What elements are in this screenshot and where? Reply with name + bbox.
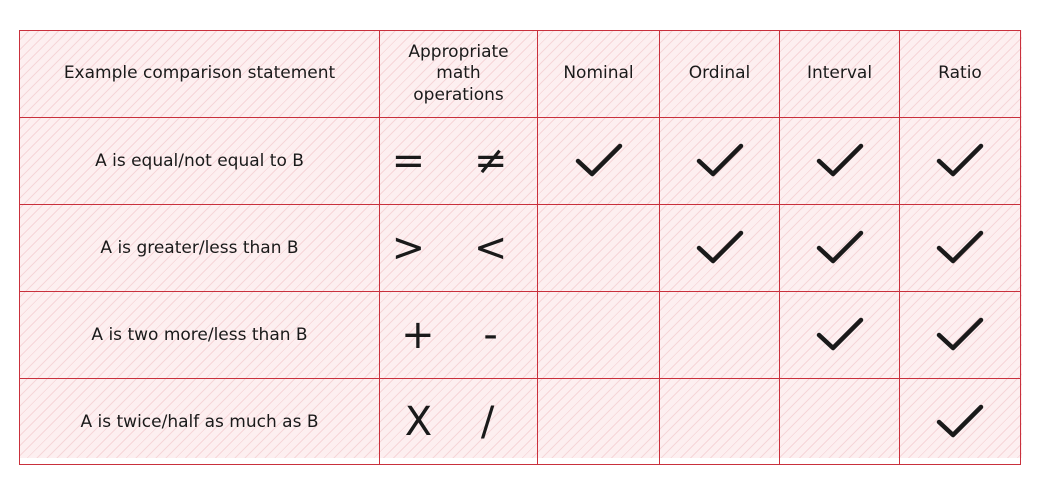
header-statement: Example comparison statement bbox=[19, 30, 380, 118]
check-icon bbox=[816, 230, 863, 264]
check-icon bbox=[936, 143, 984, 177]
ratio-cell bbox=[899, 291, 1021, 379]
check-icon bbox=[936, 404, 984, 437]
operations-cell: > < bbox=[379, 204, 538, 292]
interval-cell bbox=[779, 378, 900, 465]
nominal-cell bbox=[537, 291, 660, 379]
check-icon bbox=[696, 143, 743, 177]
header-row: Example comparison statement Appropriate… bbox=[19, 30, 1021, 118]
statement-cell: A is equal/not equal to B bbox=[19, 117, 380, 205]
check-icon bbox=[816, 143, 863, 177]
check-icon bbox=[816, 317, 863, 351]
ratio-cell bbox=[899, 204, 1021, 292]
interval-cell bbox=[779, 117, 900, 205]
header-operations: Appropriate math operations bbox=[379, 30, 538, 118]
check-icon bbox=[696, 230, 743, 264]
ratio-cell bbox=[899, 117, 1021, 205]
ordinal-cell bbox=[659, 204, 780, 292]
interval-cell bbox=[779, 291, 900, 379]
table-row: A is twice/half as much as B X / bbox=[19, 378, 1021, 465]
header-ratio: Ratio bbox=[899, 30, 1021, 118]
nominal-cell bbox=[537, 378, 660, 465]
table-row: A is equal/not equal to B = ≠ bbox=[19, 117, 1021, 205]
operations-cell: X / bbox=[379, 378, 538, 465]
check-icon bbox=[936, 317, 984, 351]
statement-cell: A is twice/half as much as B bbox=[19, 378, 380, 465]
check-icon bbox=[575, 143, 622, 177]
ordinal-cell bbox=[659, 378, 780, 465]
statement-cell: A is greater/less than B bbox=[19, 204, 380, 292]
interval-cell bbox=[779, 204, 900, 292]
nominal-cell bbox=[537, 117, 660, 205]
statement-cell: A is two more/less than B bbox=[19, 291, 380, 379]
header-operations-label: Appropriate math operations bbox=[408, 42, 509, 105]
header-nominal: Nominal bbox=[537, 30, 660, 118]
operations-cell: + - bbox=[379, 291, 538, 379]
measurement-levels-table: Example comparison statement Appropriate… bbox=[19, 30, 1021, 465]
header-ordinal: Ordinal bbox=[659, 30, 780, 118]
operations-cell: = ≠ bbox=[379, 117, 538, 205]
table-row: A is two more/less than B + - bbox=[19, 291, 1021, 379]
table-row: A is greater/less than B > < bbox=[19, 204, 1021, 292]
ordinal-cell bbox=[659, 291, 780, 379]
check-icon bbox=[936, 230, 984, 264]
header-interval: Interval bbox=[779, 30, 900, 118]
ratio-cell bbox=[899, 378, 1021, 465]
ordinal-cell bbox=[659, 117, 780, 205]
nominal-cell bbox=[537, 204, 660, 292]
